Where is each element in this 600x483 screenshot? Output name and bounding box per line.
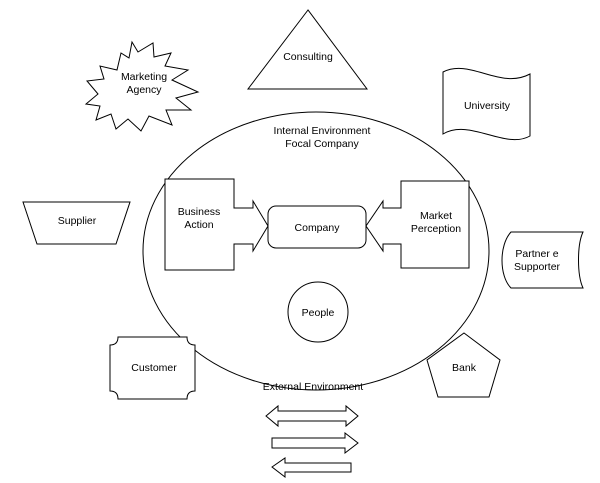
partner-supporter-label-1: Partner e [515,248,558,260]
university-flag [442,67,531,141]
business-action-label-2: Action [184,219,213,231]
marketing-agency-star [84,40,200,132]
company-box [267,205,367,249]
left-arrow-icon [271,457,352,479]
partner-supporter-shape [501,231,584,289]
customer-label: Customer [131,362,177,374]
right-arrow-icon [271,431,359,455]
external-environment-label: External Environment [263,381,363,393]
marketing-agency-label-1: Marketing [121,71,167,83]
people-circle [287,281,349,343]
customer-plaque [109,336,196,400]
supplier-label: Supplier [58,215,97,227]
supplier-trapezoid [22,201,131,245]
marketing-agency-label-2: Agency [126,84,162,96]
partner-supporter-label-2: Supporter [514,261,561,273]
university-label: University [464,100,511,112]
bank-label: Bank [452,362,477,374]
market-perception-arrow [365,180,470,269]
company-label: Company [295,222,341,234]
market-perception-label-1: Market [420,210,452,222]
people-label: People [302,307,335,319]
bank-pentagon [426,332,501,398]
internal-environment-subtitle: Focal Company [285,138,359,150]
consulting-triangle [246,9,368,90]
double-arrow-icon [265,404,359,428]
market-perception-label-2: Perception [411,223,461,235]
business-action-label-1: Business [178,206,221,218]
internal-environment-title: Internal Environment [274,125,371,137]
consulting-label: Consulting [283,51,333,63]
business-action-arrow [164,178,269,271]
